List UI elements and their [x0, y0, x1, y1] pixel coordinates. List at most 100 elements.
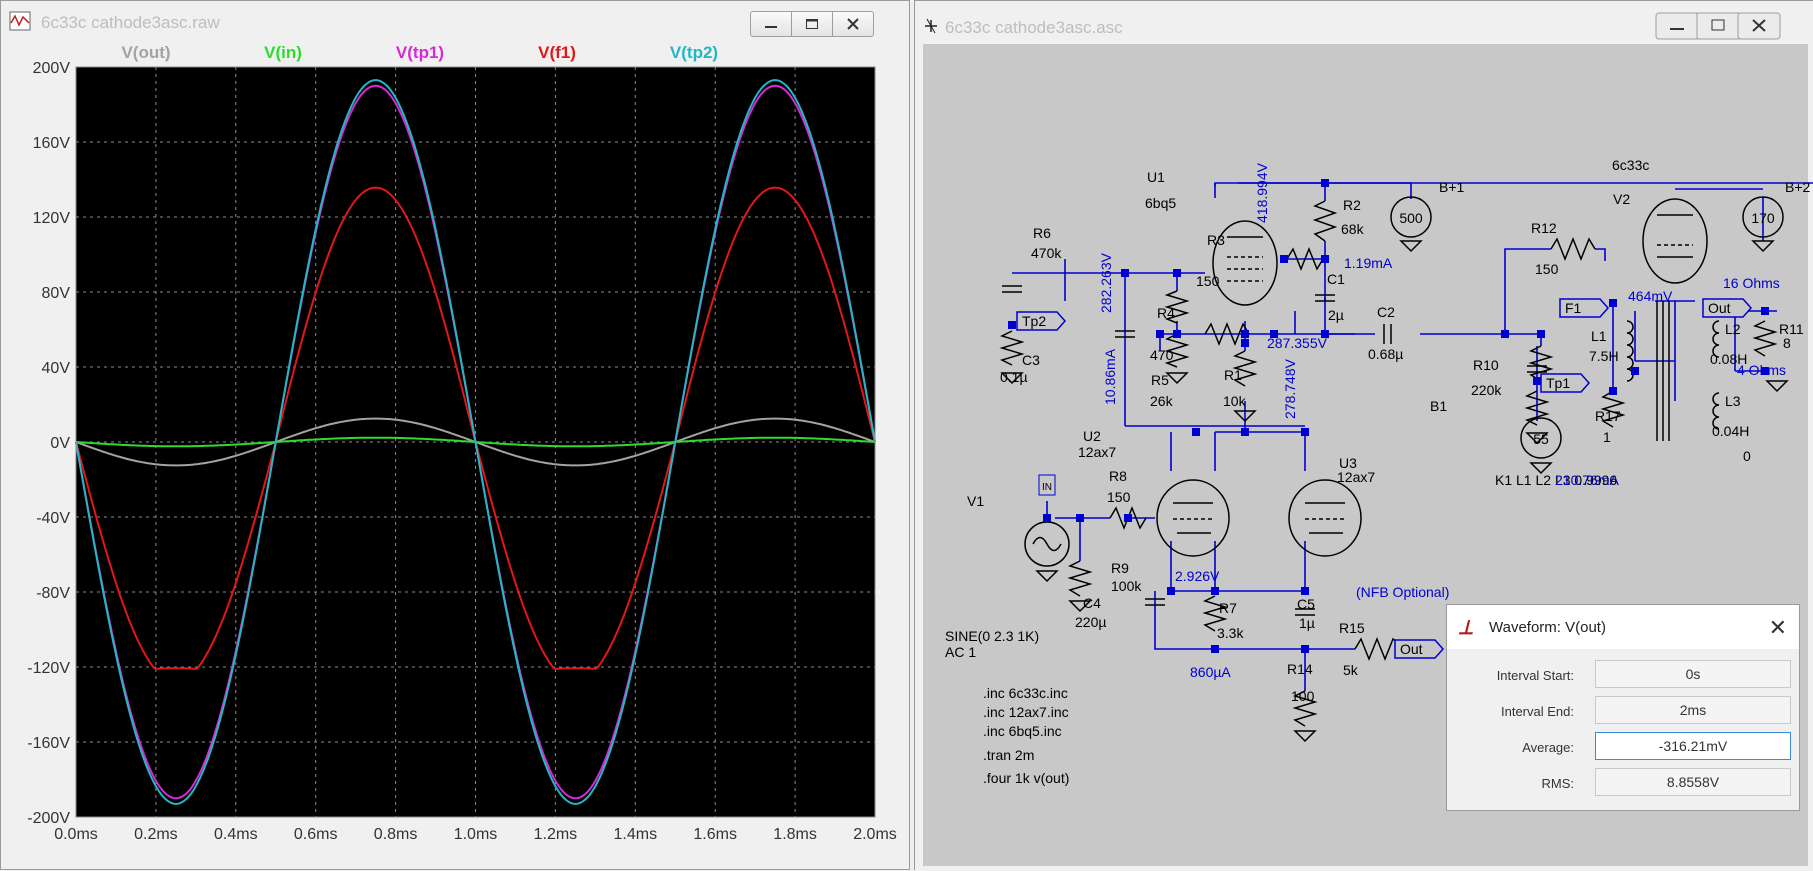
ground-symbols [1000, 240, 1789, 743]
legend-entry: V(f1) [538, 43, 576, 62]
schematic-label: L1 [1591, 328, 1607, 344]
maximize-button[interactable] [1696, 12, 1740, 40]
minimize-button[interactable] [1655, 12, 1699, 40]
net-out[interactable] [1394, 639, 1445, 659]
resistor-r7[interactable] [1202, 595, 1228, 632]
schematic-app-icon [925, 18, 937, 34]
rms-field[interactable]: 8.8558V [1595, 768, 1791, 796]
schematic-label: R3 [1207, 232, 1225, 248]
net-out[interactable] [1702, 298, 1753, 318]
legend: V(out)V(in)V(tp1)V(f1)V(tp2) [121, 43, 718, 62]
interval-end-field[interactable]: 2ms [1595, 696, 1791, 724]
close-icon[interactable]: ✕ [1768, 615, 1787, 640]
resistor-r14[interactable] [1292, 690, 1318, 727]
net-tp1[interactable] [1540, 373, 1591, 393]
capacitor-c1[interactable] [1315, 294, 1335, 302]
schematic-label: 12ax7 [1337, 469, 1375, 485]
waveform-dialog-header[interactable]: ⟂ Waveform: V(out) ✕ [1447, 605, 1799, 649]
plot-grid [76, 67, 875, 817]
schematic-label: R17 [1595, 408, 1621, 424]
resistor-r10[interactable] [1528, 345, 1554, 382]
plot-titlebar[interactable]: 6c33c cathode3asc.raw [1, 1, 909, 41]
interval-start-field[interactable]: 0s [1595, 660, 1791, 688]
trace-vtp2 [75, 79, 876, 805]
schematic-label: 6c33c [1612, 157, 1649, 173]
schematic-label: 26k [1150, 393, 1174, 409]
schematic-label: .inc 6bq5.inc [983, 723, 1062, 739]
resistor-r3[interactable] [1286, 246, 1324, 272]
legend-entry: V(tp1) [396, 43, 444, 62]
operating-point: 2.926V [1175, 568, 1220, 584]
resistor-r2[interactable] [1312, 200, 1338, 242]
voltage-source-b+1[interactable] [1390, 196, 1432, 238]
schematic-label: B1 [1430, 398, 1447, 414]
net-tp2[interactable] [1016, 311, 1067, 331]
schematic-label: 1 [1603, 429, 1611, 445]
transformer-coils[interactable] [1626, 301, 1720, 441]
y-tick-label: 80V [42, 285, 71, 302]
resistor-r11[interactable] [1752, 320, 1778, 357]
net-tp1-label: Tp1 [1546, 375, 1570, 391]
average-field[interactable]: -316.21mV [1595, 732, 1791, 760]
schematic-window-buttons[interactable] [1655, 12, 1781, 40]
resistor-r-tp2[interactable] [999, 330, 1025, 366]
resistor-r4[interactable] [1204, 321, 1250, 347]
tube-u1[interactable] [1212, 220, 1278, 306]
operating-point: 1.19mA [1344, 255, 1393, 271]
capacitor-c5[interactable] [1295, 608, 1315, 616]
capacitor-tp2[interactable] [1002, 285, 1022, 293]
voltage-source-b1[interactable] [1520, 417, 1562, 459]
capacitor-c4[interactable] [1145, 598, 1165, 606]
components [999, 196, 1789, 743]
schematic-label: R15 [1339, 620, 1365, 636]
resistor-r6[interactable] [1164, 290, 1190, 324]
net-in-label: IN [1042, 482, 1052, 493]
tube-u3[interactable] [1288, 479, 1362, 557]
waveform-app-icon [9, 11, 31, 31]
net-f1[interactable] [1559, 298, 1610, 318]
schematic-label: 12ax7 [1078, 444, 1116, 460]
schematic-label: 2µ [1328, 307, 1344, 323]
y-tick-label: 0V [50, 435, 70, 452]
tube-u2[interactable] [1156, 479, 1230, 557]
schematic-label: 0.08H [1710, 351, 1747, 367]
traces [75, 79, 876, 805]
schematic-label: 220µ [1075, 614, 1106, 630]
resistor-r15[interactable] [1354, 636, 1406, 662]
resistor-r12[interactable] [1550, 236, 1596, 262]
tube-v2[interactable] [1642, 198, 1708, 284]
resistor-r1[interactable] [1232, 350, 1258, 387]
maximize-button[interactable] [791, 11, 833, 37]
average-label: Average: [1522, 740, 1574, 755]
operating-point: 210.76mA [1555, 472, 1619, 488]
schematic-label: 0.68µ [1368, 346, 1403, 362]
maximize-icon [806, 19, 818, 29]
capacitor-tp1[interactable] [1527, 365, 1547, 373]
resistor-r-tp1[interactable] [1524, 390, 1550, 426]
schematic-label: R12 [1531, 220, 1557, 236]
resistor-r5[interactable] [1164, 333, 1190, 368]
x-tick-label: 1.4ms [614, 826, 658, 843]
waveform-dialog-title: Waveform: V(out) [1489, 619, 1606, 636]
net-in[interactable] [1038, 474, 1056, 496]
capacitor-c2[interactable] [1383, 324, 1392, 344]
rms-label: RMS: [1541, 776, 1575, 791]
schematic-label: 100k [1111, 578, 1142, 594]
interval-end-row: Interval End: 2ms [1447, 696, 1801, 726]
schematic-label: U2 [1083, 428, 1101, 444]
schematic-label: 7.5H [1589, 348, 1619, 364]
capacitor-c3[interactable] [1115, 330, 1135, 338]
schematic-label: SINE(0 2.3 1K) [945, 628, 1039, 644]
voltage-source-b+2[interactable] [1742, 196, 1784, 238]
minimize-button[interactable] [750, 11, 792, 37]
net-out-label: Out [1708, 300, 1731, 316]
x-tick-label: 0.8ms [374, 826, 418, 843]
resistor-r17[interactable] [1600, 390, 1626, 428]
close-button[interactable] [832, 11, 874, 37]
y-tick-label: -40V [36, 510, 70, 527]
resistor-r9[interactable] [1067, 560, 1093, 597]
schematic-label: U3 [1339, 455, 1357, 471]
x-tick-label: 0.2ms [134, 826, 178, 843]
